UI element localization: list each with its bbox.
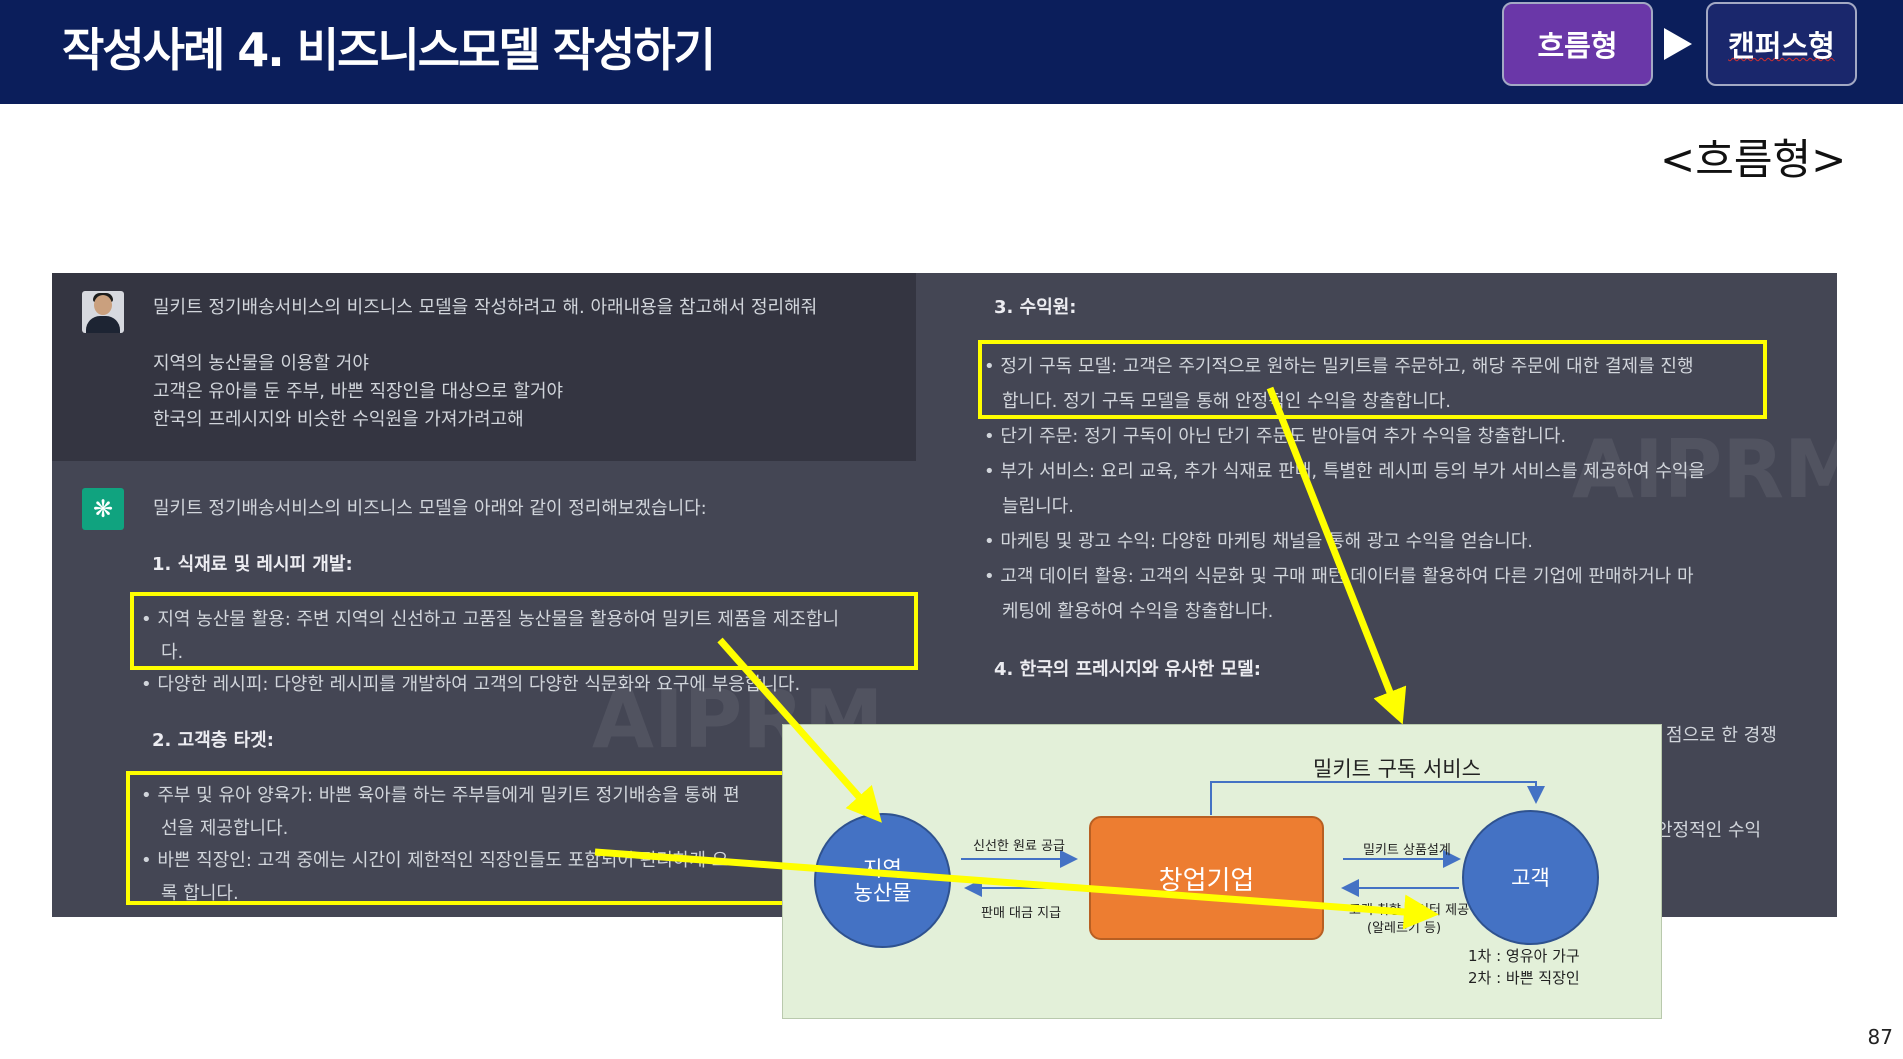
user-message <box>52 273 916 461</box>
user-prompt-line: 밀키트 정기배송서비스의 비즈니스 모델을 작성하려고 해. 아래내용을 참고해… <box>153 297 818 318</box>
list-item: • 고객 데이터 활용: 고객의 식문화 및 구매 패턴 데이터를 활용하여 다… <box>984 566 1694 587</box>
highlight-box <box>130 592 918 670</box>
section-heading: 4. 한국의 프레시지와 유사한 모델: <box>994 659 1261 680</box>
flow-type-label: 흐름형 <box>1537 29 1618 63</box>
list-item: • 마케팅 및 광고 수익: 다양한 마케팅 채널을 통해 광고 수익을 얻습니… <box>984 531 1534 552</box>
flow-label: 신선한 원료 공급 <box>973 839 1065 854</box>
section-heading: 2. 고객층 타겟: <box>152 730 274 751</box>
highlight-box <box>126 771 846 905</box>
target-customers: 1차 : 영유아 가구 2차 : 바쁜 직장인 <box>1468 945 1580 989</box>
watermark: AIPRM <box>1572 423 1837 516</box>
service-title: 밀키트 구독 서비스 <box>1313 757 1481 781</box>
list-item: • 지역 농산물 활용: 주변 지역의 신선하고 고품질 농산물을 활용하여 밀… <box>141 609 840 630</box>
slide-title: 작성사례 4. 비즈니스모델 작성하기 <box>62 23 716 77</box>
list-item: 늘립니다. <box>1002 496 1074 517</box>
business-model-diagram: 밀키트 구독 서비스 지역 농산물 창업기업 고객 신선한 원료 공급 판매 대… <box>782 724 1662 1019</box>
customer-node: 고객 <box>1462 810 1599 945</box>
play-triangle-icon <box>1664 28 1692 60</box>
flow-label: (알레르기 등) <box>1367 921 1442 936</box>
list-item: 케팅에 활용하여 수익을 창출합니다. <box>1002 601 1274 622</box>
flow-label: 고객 취향 데이터 제공 <box>1349 903 1470 918</box>
user-prompt-line: 지역의 농산물을 이용할 거야 <box>153 353 369 374</box>
target-line: 1차 : 영유아 가구 <box>1468 947 1580 965</box>
list-item: • 바쁜 직장인: 고객 중에는 시간이 제한적인 직장인들도 포함되어 편리하… <box>141 850 729 871</box>
flow-label: 밀키트 상품설계 <box>1363 843 1451 858</box>
slide-subtitle: <흐름형> <box>1660 135 1847 184</box>
list-item: • 다양한 레시피: 다양한 레시피를 개발하여 고객의 다양한 식문화와 요구… <box>141 674 801 695</box>
flow-type-button[interactable]: 흐름형 <box>1502 2 1653 86</box>
slide-header: 작성사례 4. 비즈니스모델 작성하기 흐름형 캔퍼스형 <box>0 0 1903 104</box>
list-item: • 정기 구독 모델: 고객은 주기적으로 원하는 밀키트를 주문하고, 해당 … <box>984 356 1694 377</box>
list-item: 선을 제공합니다. <box>161 818 289 839</box>
user-avatar-icon <box>82 291 124 333</box>
chatgpt-logo-icon: ❋ <box>82 488 124 530</box>
section-heading: 3. 수익원: <box>994 297 1077 318</box>
page-number: 87 <box>1867 1025 1893 1049</box>
list-item: 록 합니다. <box>161 883 239 904</box>
list-item: • 단기 주문: 정기 구독이 아닌 단기 주문도 받아들여 추가 수익을 창출… <box>984 426 1567 447</box>
user-prompt-line: 고객은 유아를 둔 주부, 바쁜 직장인을 대상으로 할거야 <box>153 381 564 402</box>
target-line: 2차 : 바쁜 직장인 <box>1468 969 1580 987</box>
section-heading: 1. 식재료 및 레시피 개발: <box>152 554 353 575</box>
startup-node: 창업기업 <box>1089 816 1324 940</box>
user-prompt-line: 한국의 프레시지와 비슷한 수익원을 가져가려고해 <box>153 409 524 430</box>
assistant-intro: 밀키트 정기배송서비스의 비즈니스 모델을 아래와 같이 정리해보겠습니다: <box>153 498 707 519</box>
canvas-type-label: 캔퍼스형 <box>1728 29 1835 63</box>
canvas-type-button[interactable]: 캔퍼스형 <box>1706 2 1857 86</box>
list-item: 안정적인 수익 <box>1656 820 1762 841</box>
list-item: • 부가 서비스: 요리 교육, 추가 식재료 판매, 특별한 레시피 등의 부… <box>984 461 1705 482</box>
local-produce-node: 지역 농산물 <box>814 813 951 948</box>
list-item: • 주부 및 유아 양육가: 바쁜 육아를 하는 주부들에게 밀키트 정기배송을… <box>141 785 740 806</box>
highlight-box <box>978 340 1767 419</box>
list-item: 점으로 한 경쟁 <box>1666 725 1777 746</box>
list-item: 다. <box>161 642 184 663</box>
flow-label: 판매 대금 지급 <box>981 906 1062 921</box>
